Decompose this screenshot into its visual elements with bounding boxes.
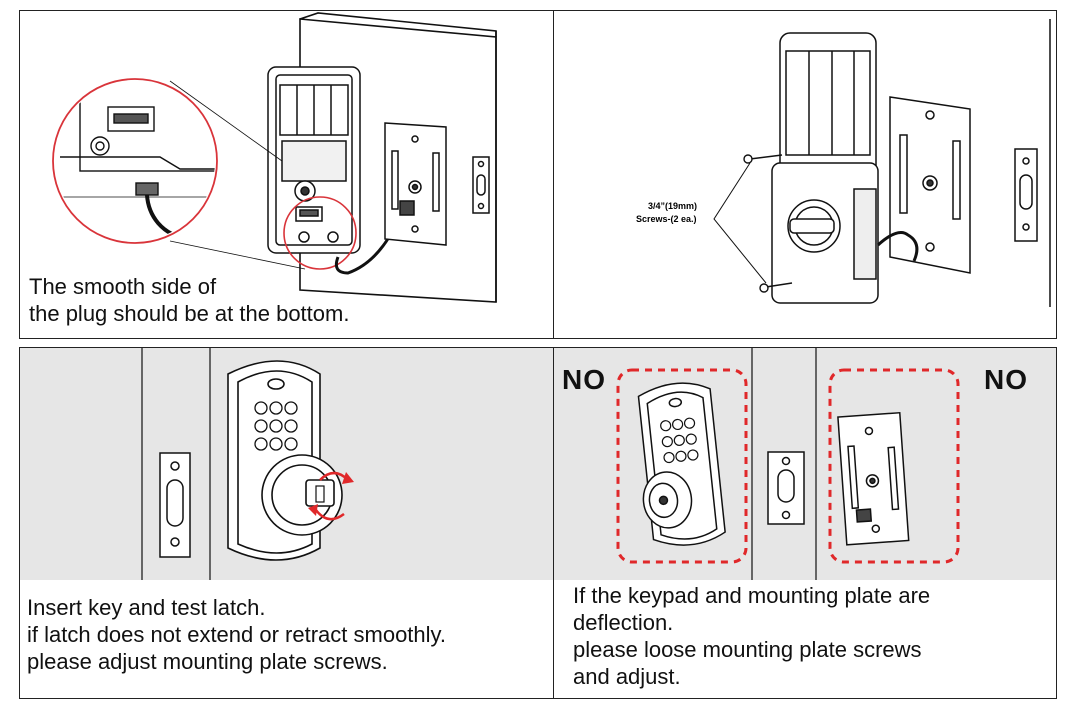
panel-bottom-left: Insert key and test latch. if latch does… [19,347,555,699]
deadbolt-keypad-icon [637,382,726,546]
zoom-detail-icon [52,78,218,244]
strike-plate-icon [767,451,805,525]
panel-top-left-caption: The smooth side of the plug should be at… [29,274,350,326]
key-test-illustration [20,348,554,580]
screw-label-count: Screws-(2 ea.) [636,214,697,224]
mounting-plate-icon [837,411,910,546]
mounting-plate-icon [384,122,447,246]
wire-plug-icon [876,231,919,262]
mounting-plate-icon [889,96,971,274]
panel-bottom-right-caption: If the keypad and mounting plate are def… [573,583,931,689]
key-rotate-icon [305,471,354,521]
screw-label-size: 3/4”(19mm) [648,201,697,211]
panel-bottom-right: NO NO If the keypad and mounting plate a… [553,347,1057,699]
strike-plate-icon [472,156,490,214]
screw-mounting-illustration: 3/4”(19mm) Screws-(2 ea.) [636,19,1051,307]
strike-plate-icon [1014,148,1038,242]
panel-bottom-left-caption: Insert key and test latch. if latch does… [27,595,447,674]
deadbolt-keypad-icon [771,32,879,304]
wire-connection-illustration [52,12,497,303]
no-label-right: NO [984,364,1028,395]
no-label-left: NO [562,364,606,395]
panel-top-right: 3/4”(19mm) Screws-(2 ea.) [553,10,1057,339]
strike-plate-icon [159,452,191,558]
screw-icon [743,154,793,293]
deflection-illustration [554,348,1056,580]
keypad-back-icon [267,66,361,254]
panel-top-left: The smooth side of the plug should be at… [19,10,555,339]
